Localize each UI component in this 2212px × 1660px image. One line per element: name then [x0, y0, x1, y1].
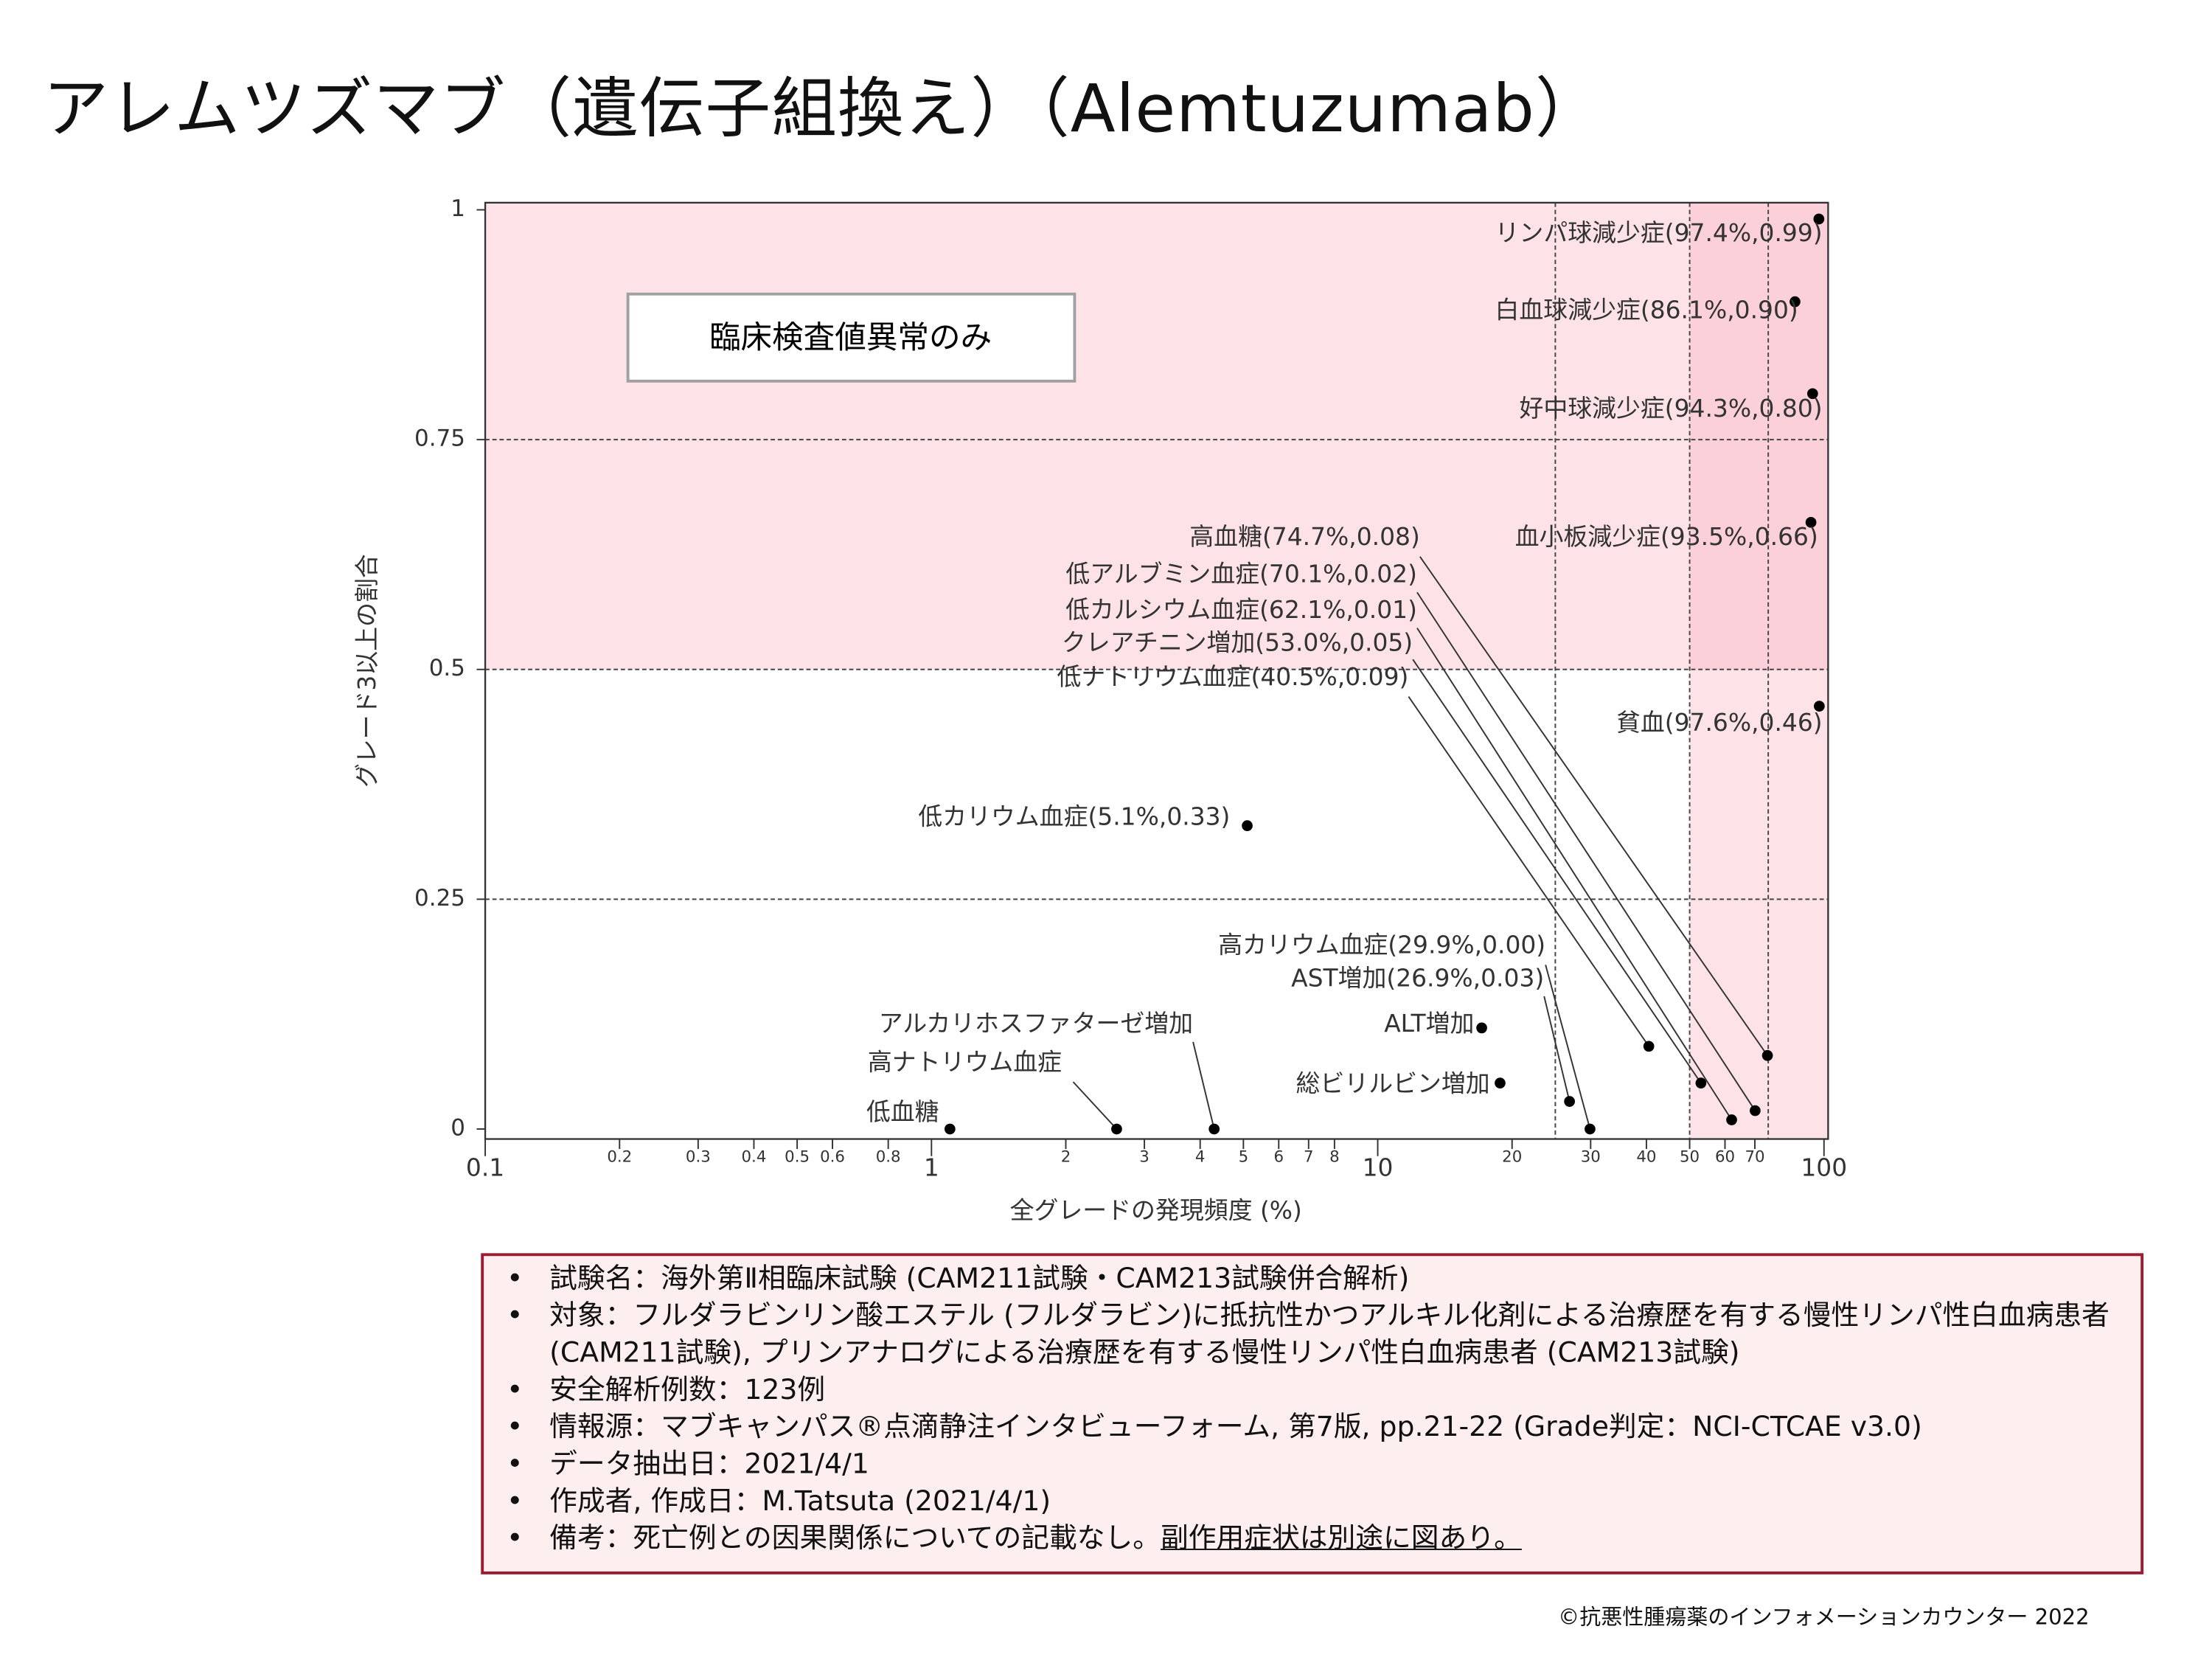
y-tick-label: 0 [451, 1114, 465, 1141]
page-title: アレムツズマブ（遺伝子組換え）（Alemtuzumab） [43, 69, 1601, 147]
x-minor-tick-label: 70 [1745, 1148, 1764, 1167]
shaded-regions [485, 202, 1829, 1139]
leader-line [1543, 996, 1571, 1102]
x-minor-tick-label: 7 [1304, 1148, 1314, 1167]
x-minor-tick-label: 0.3 [686, 1148, 711, 1167]
x-major-tick-label: 10 [1363, 1153, 1394, 1182]
note-text: 備考：死亡例との因果関係についての記載なし。 [549, 1521, 1161, 1555]
leader-line [1416, 591, 1756, 1111]
x-minor-tick-label: 30 [1581, 1148, 1601, 1167]
data-point [1814, 701, 1825, 712]
x-minor-tick-label: 3 [1139, 1148, 1150, 1167]
x-minor-tick-label: 5 [1239, 1148, 1249, 1167]
data-point [1476, 1022, 1487, 1034]
x-minor-tick-label: 60 [1715, 1148, 1735, 1167]
leader-line [1419, 556, 1768, 1056]
x-minor-tick-label: 0.2 [607, 1148, 632, 1167]
data-label: クレアチニン増加(53.0%,0.05) [1062, 628, 1413, 656]
info-item-note: 備考：死亡例との因果関係についての記載なし。副作用症状は別途に図あり。 [507, 1520, 2112, 1557]
data-label: 貧血(97.6%,0.46) [1616, 708, 1823, 737]
x-minor-tick-label: 50 [1680, 1148, 1700, 1167]
x-minor-tick-label: 2 [1061, 1148, 1071, 1167]
plot-frame [484, 201, 1829, 1140]
data-label: 高ナトリウム血症 [868, 1047, 1062, 1076]
study-info-box: 試験名：海外第Ⅱ相臨床試験 (CAM211試験・CAM213試験併合解析) 対象… [481, 1253, 2144, 1574]
side-effect-figure-link[interactable]: 副作用症状は別途に図あり。 [1161, 1521, 1522, 1555]
data-label: AST増加(26.9%,0.03) [1291, 963, 1544, 992]
x-minor-tick-label: 8 [1329, 1148, 1340, 1167]
data-label: 低ナトリウム血症(40.5%,0.09) [1057, 662, 1408, 691]
x-axis-title: 全グレードの発現頻度 (%) [1010, 1196, 1302, 1225]
scatter-chart: 臨床検査値異常のみ 0 0.25 0.5 0.75 1 0.1 1 10 100 0.2 0.3 0.… [352, 195, 1847, 1225]
data-label: 低血糖 [866, 1097, 939, 1126]
x-minor-tick-label: 0.4 [742, 1148, 767, 1167]
x-minor-tick-label: 0.5 [785, 1148, 810, 1167]
info-item: 対象：フルダラビンリン酸エステル (フルダラビン)に抵抗性かつアルキル化剤による… [507, 1297, 2112, 1372]
data-point [1111, 1123, 1122, 1135]
data-point [1242, 820, 1253, 832]
x-minor-tick-label: 40 [1636, 1148, 1656, 1167]
y-tick-label: 0.5 [429, 655, 465, 681]
leader-line [1408, 695, 1649, 1047]
info-item: 試験名：海外第Ⅱ相臨床試験 (CAM211試験・CAM213試験併合解析) [507, 1260, 2112, 1297]
data-point [1761, 1049, 1773, 1061]
data-label: 好中球減少症(94.3%,0.80) [1519, 394, 1822, 423]
data-label: 血小板減少症(93.5%,0.66) [1515, 522, 1818, 551]
data-point [1726, 1114, 1737, 1125]
data-point [1805, 516, 1817, 528]
x-minor-tick-label: 0.6 [820, 1148, 845, 1167]
leader-line [1416, 628, 1733, 1121]
x-minor-tick-label: 6 [1273, 1148, 1284, 1167]
gridlines [485, 202, 1829, 1139]
x-major-tick-label: 0.1 [466, 1153, 504, 1182]
data-label: リンパ球減少症(97.4%,0.99) [1495, 218, 1823, 247]
data-label: アルカリホスファターゼ増加 [879, 1009, 1193, 1038]
data-point [1790, 296, 1801, 308]
info-item: 安全解析例数：123例 [507, 1372, 2112, 1409]
x-major-tick-label: 100 [1801, 1153, 1847, 1182]
shaded-region-overlap [1689, 202, 1829, 670]
info-item: 情報源：マブキャンパス®点滴静注インタビューフォーム, 第7版, pp.21-2… [507, 1409, 2112, 1445]
data-point [1750, 1105, 1761, 1116]
info-item: 作成者, 作成日：M.Tatsuta (2021/4/1) [507, 1483, 2112, 1520]
leader-line [1412, 659, 1702, 1084]
axes: 0 0.25 0.5 0.75 1 0.1 1 10 100 0.2 0.3 0.4 0.5 0.6 0.8… [414, 195, 1847, 1182]
annotation-text: 臨床検査値異常のみ [709, 319, 992, 356]
data-label: ALT増加 [1384, 1009, 1474, 1038]
data-label: 低アルブミン血症(70.1%,0.02) [1065, 560, 1417, 588]
data-points [944, 213, 1825, 1135]
leader-lines [1072, 556, 1768, 1130]
leader-line [1545, 965, 1591, 1130]
x-minor-tick-label: 0.8 [876, 1148, 901, 1167]
data-point [1806, 388, 1818, 400]
data-point [1813, 213, 1825, 225]
data-label: 低カルシウム血症(62.1%,0.01) [1065, 595, 1417, 624]
data-point [1564, 1096, 1575, 1107]
data-label: 高血糖(74.7%,0.08) [1189, 522, 1420, 551]
leader-line [1192, 1041, 1215, 1130]
x-minor-tick-label: 4 [1195, 1148, 1206, 1167]
data-labels: リンパ球減少症(97.4%,0.99) 白血球減少症(86.1%,0.90) 好中球… [866, 218, 1823, 1126]
y-tick-label: 0.75 [414, 426, 465, 452]
data-point [1643, 1041, 1655, 1052]
y-axis-title: グレード3以上の割合 [352, 554, 381, 788]
info-item: データ抽出日：2021/4/1 [507, 1446, 2112, 1483]
y-tick-label: 0.25 [414, 885, 465, 911]
leader-line [1072, 1081, 1118, 1130]
data-point [1585, 1123, 1596, 1135]
x-major-tick-label: 1 [924, 1153, 939, 1182]
data-label: 白血球減少症(86.1%,0.90) [1495, 295, 1798, 324]
data-point [1695, 1077, 1707, 1089]
data-point [1495, 1077, 1506, 1089]
x-minor-tick-label: 20 [1502, 1148, 1522, 1167]
data-label: 低カリウム血症(5.1%,0.33) [918, 802, 1230, 831]
y-tick-label: 1 [451, 195, 465, 222]
data-label: 高カリウム血症(29.9%,0.00) [1218, 931, 1545, 959]
copyright: ©抗悪性腫瘍薬のインフォメーションカウンター 2022 [1558, 1604, 2090, 1631]
data-label: 総ビリルビン増加 [1296, 1069, 1490, 1097]
data-point [1208, 1123, 1220, 1135]
annotation-box [626, 292, 1077, 383]
shaded-region-high-grade [485, 202, 1829, 670]
data-point [944, 1123, 956, 1135]
